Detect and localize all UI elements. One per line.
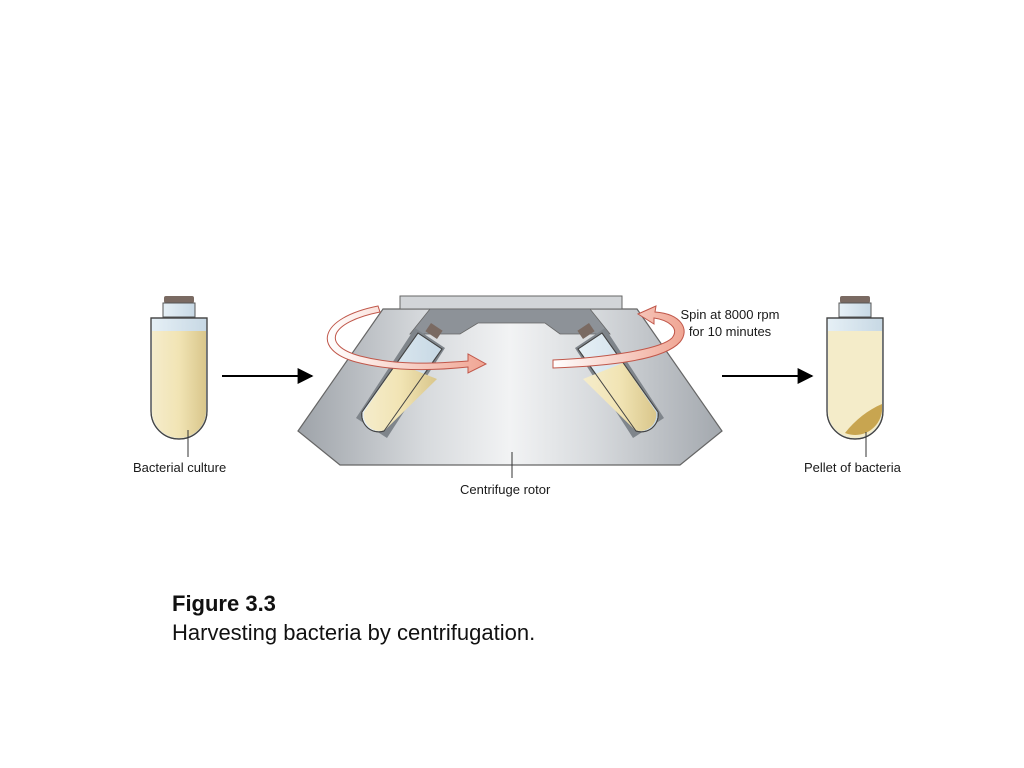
pellet-label: Pellet of bacteria (804, 460, 901, 475)
spin-line-1: Spin at 8000 rpm (680, 307, 780, 322)
figure-caption: Figure 3.3 Harvesting bacteria by centri… (172, 590, 535, 648)
spin-arrow-left (326, 305, 488, 374)
bacteria-pellet (845, 404, 882, 435)
spin-line-2: for 10 minutes (688, 324, 772, 339)
tube-cap (840, 296, 870, 303)
bacterial-culture-tube (150, 296, 208, 457)
centrifuge-rotor (297, 295, 723, 478)
pellet-tube (826, 296, 884, 457)
rotor-channel (409, 308, 611, 335)
culture-liquid (152, 331, 206, 438)
caption-text: Harvesting bacteria by centrifugation. (172, 620, 536, 645)
tube-cap (164, 296, 194, 303)
caption-title: Figure 3.3 (172, 591, 276, 616)
centrifuge-rotor-label: Centrifuge rotor (460, 482, 551, 497)
rotor-body (297, 308, 723, 466)
rotor-left-tube (356, 322, 445, 438)
rotor-top-plate (399, 295, 623, 310)
tube-neck (838, 302, 872, 318)
tube-neck (162, 302, 196, 318)
rotor-right-culture (583, 363, 657, 431)
spin-arrow-right (552, 305, 685, 369)
spin-instruction: Spin at 8000 rpm for 10 minutes (666, 306, 794, 340)
bacterial-culture-label: Bacterial culture (133, 460, 227, 475)
rotor-left-culture (363, 363, 437, 431)
